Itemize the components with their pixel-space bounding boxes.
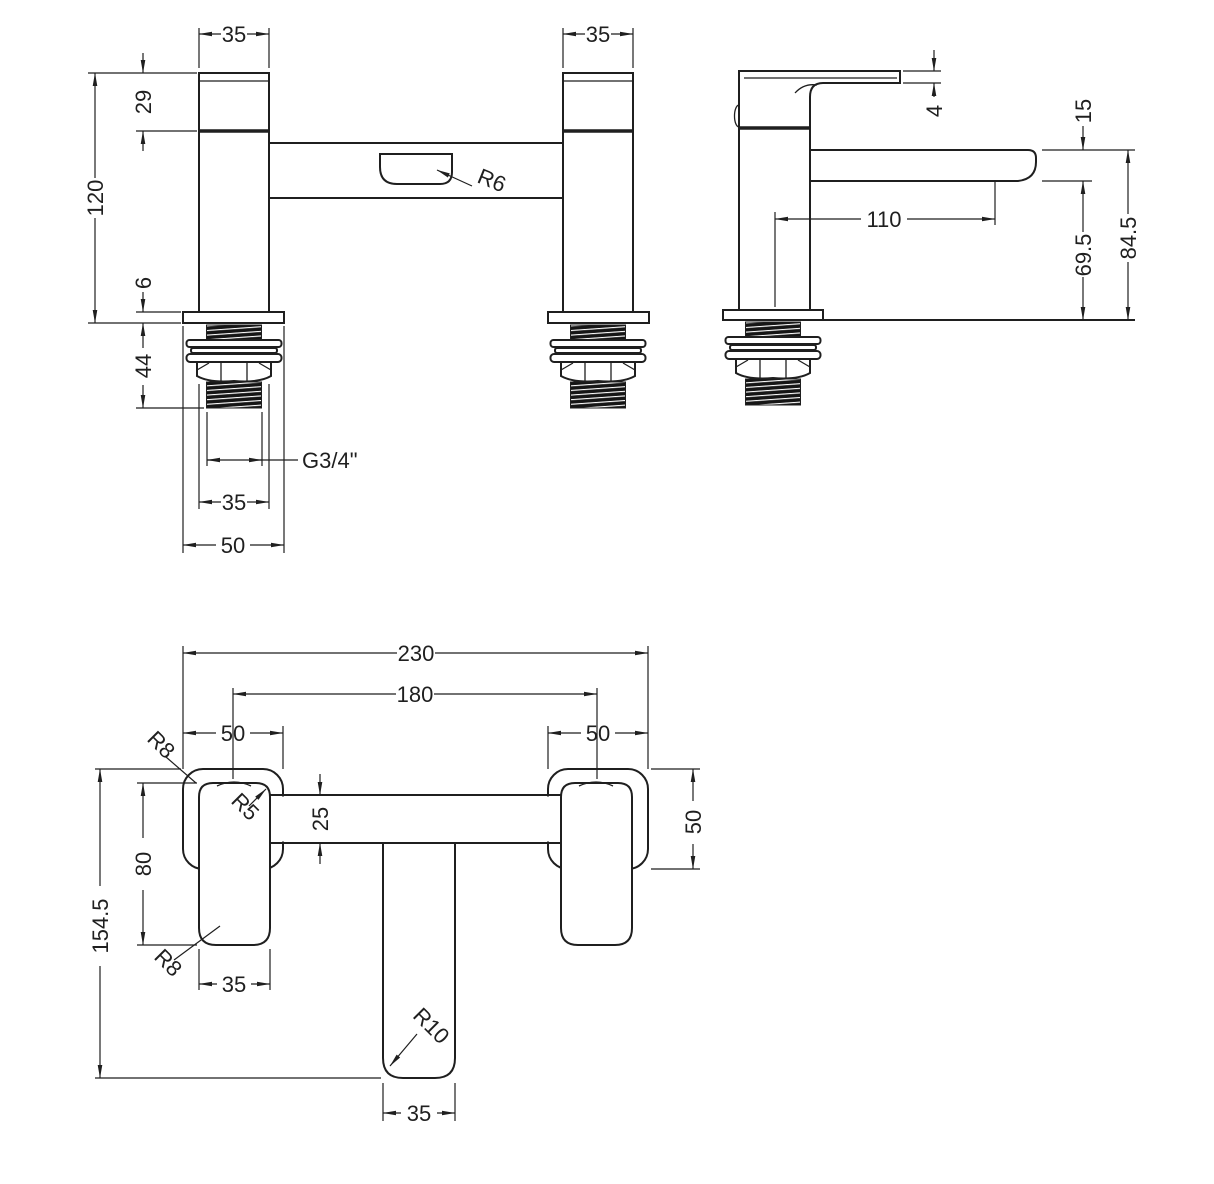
dim-front-thread-size: G3/4" bbox=[302, 448, 358, 473]
plan-spout bbox=[382, 843, 456, 1079]
dim-plan-pad-depth: 50 bbox=[681, 810, 706, 834]
spout-profile bbox=[810, 149, 1037, 182]
spout-slot bbox=[379, 153, 453, 185]
spout-end-radius-leader bbox=[389, 1033, 418, 1067]
plan-handle-left bbox=[198, 782, 271, 946]
dim-front-body-width-left: 35 bbox=[222, 22, 246, 47]
dim-front-thread-width: 35 bbox=[222, 490, 246, 515]
dim-front-body-width-right: 35 bbox=[586, 22, 610, 47]
side-view-dimensions: 4 15 69.5 84.5 110 bbox=[774, 50, 1141, 321]
dim-plan-bar-width: 25 bbox=[308, 807, 333, 831]
dim-front-overall-height: 120 bbox=[83, 180, 108, 217]
dim-front-tail-length: 44 bbox=[131, 354, 156, 378]
dim-front-plate-width: 50 bbox=[221, 533, 245, 558]
handle-front-radius-leader bbox=[248, 788, 267, 807]
dim-plan-pad-width-left: 50 bbox=[221, 721, 245, 746]
dim-front-plate-thickness: 6 bbox=[131, 277, 156, 289]
handle-corner-radius-leader bbox=[173, 925, 221, 961]
plan-view: 230 180 50 50 25 80 35 154.5 50 35 R8 R5… bbox=[88, 641, 706, 1126]
front-view: 35 35 29 120 6 44 G3/4" 35 50 R6 bbox=[83, 22, 650, 558]
dim-front-cap-height: 29 bbox=[131, 90, 156, 114]
front-view-dimensions: 35 35 29 120 6 44 G3/4" 35 50 R6 bbox=[83, 22, 634, 558]
dim-plan-inlet-centres: 180 bbox=[397, 682, 434, 707]
dim-plan-handle-length: 80 bbox=[131, 852, 156, 876]
dim-side-spout-top-height: 84.5 bbox=[1116, 217, 1141, 260]
dim-side-spout-underside-height: 69.5 bbox=[1071, 234, 1096, 277]
pad-radius-leader bbox=[165, 756, 197, 784]
front-view-outline bbox=[182, 72, 650, 409]
dim-plan-handle-width: 35 bbox=[222, 972, 246, 997]
dim-side-spout-reach: 110 bbox=[866, 207, 901, 232]
dim-plan-spout-width: 35 bbox=[407, 1101, 431, 1126]
dim-plan-pad-width-right: 50 bbox=[586, 721, 610, 746]
dim-side-spout-thickness: 15 bbox=[1071, 99, 1096, 123]
slot-radius-leader bbox=[436, 169, 473, 187]
dim-side-lever-thickness: 4 bbox=[922, 105, 947, 117]
dim-plan-overall-width: 230 bbox=[398, 641, 435, 666]
side-view: 4 15 69.5 84.5 110 bbox=[722, 50, 1141, 406]
dim-plan-overall-depth: 154.5 bbox=[88, 898, 113, 953]
plan-handle-right bbox=[560, 782, 633, 946]
